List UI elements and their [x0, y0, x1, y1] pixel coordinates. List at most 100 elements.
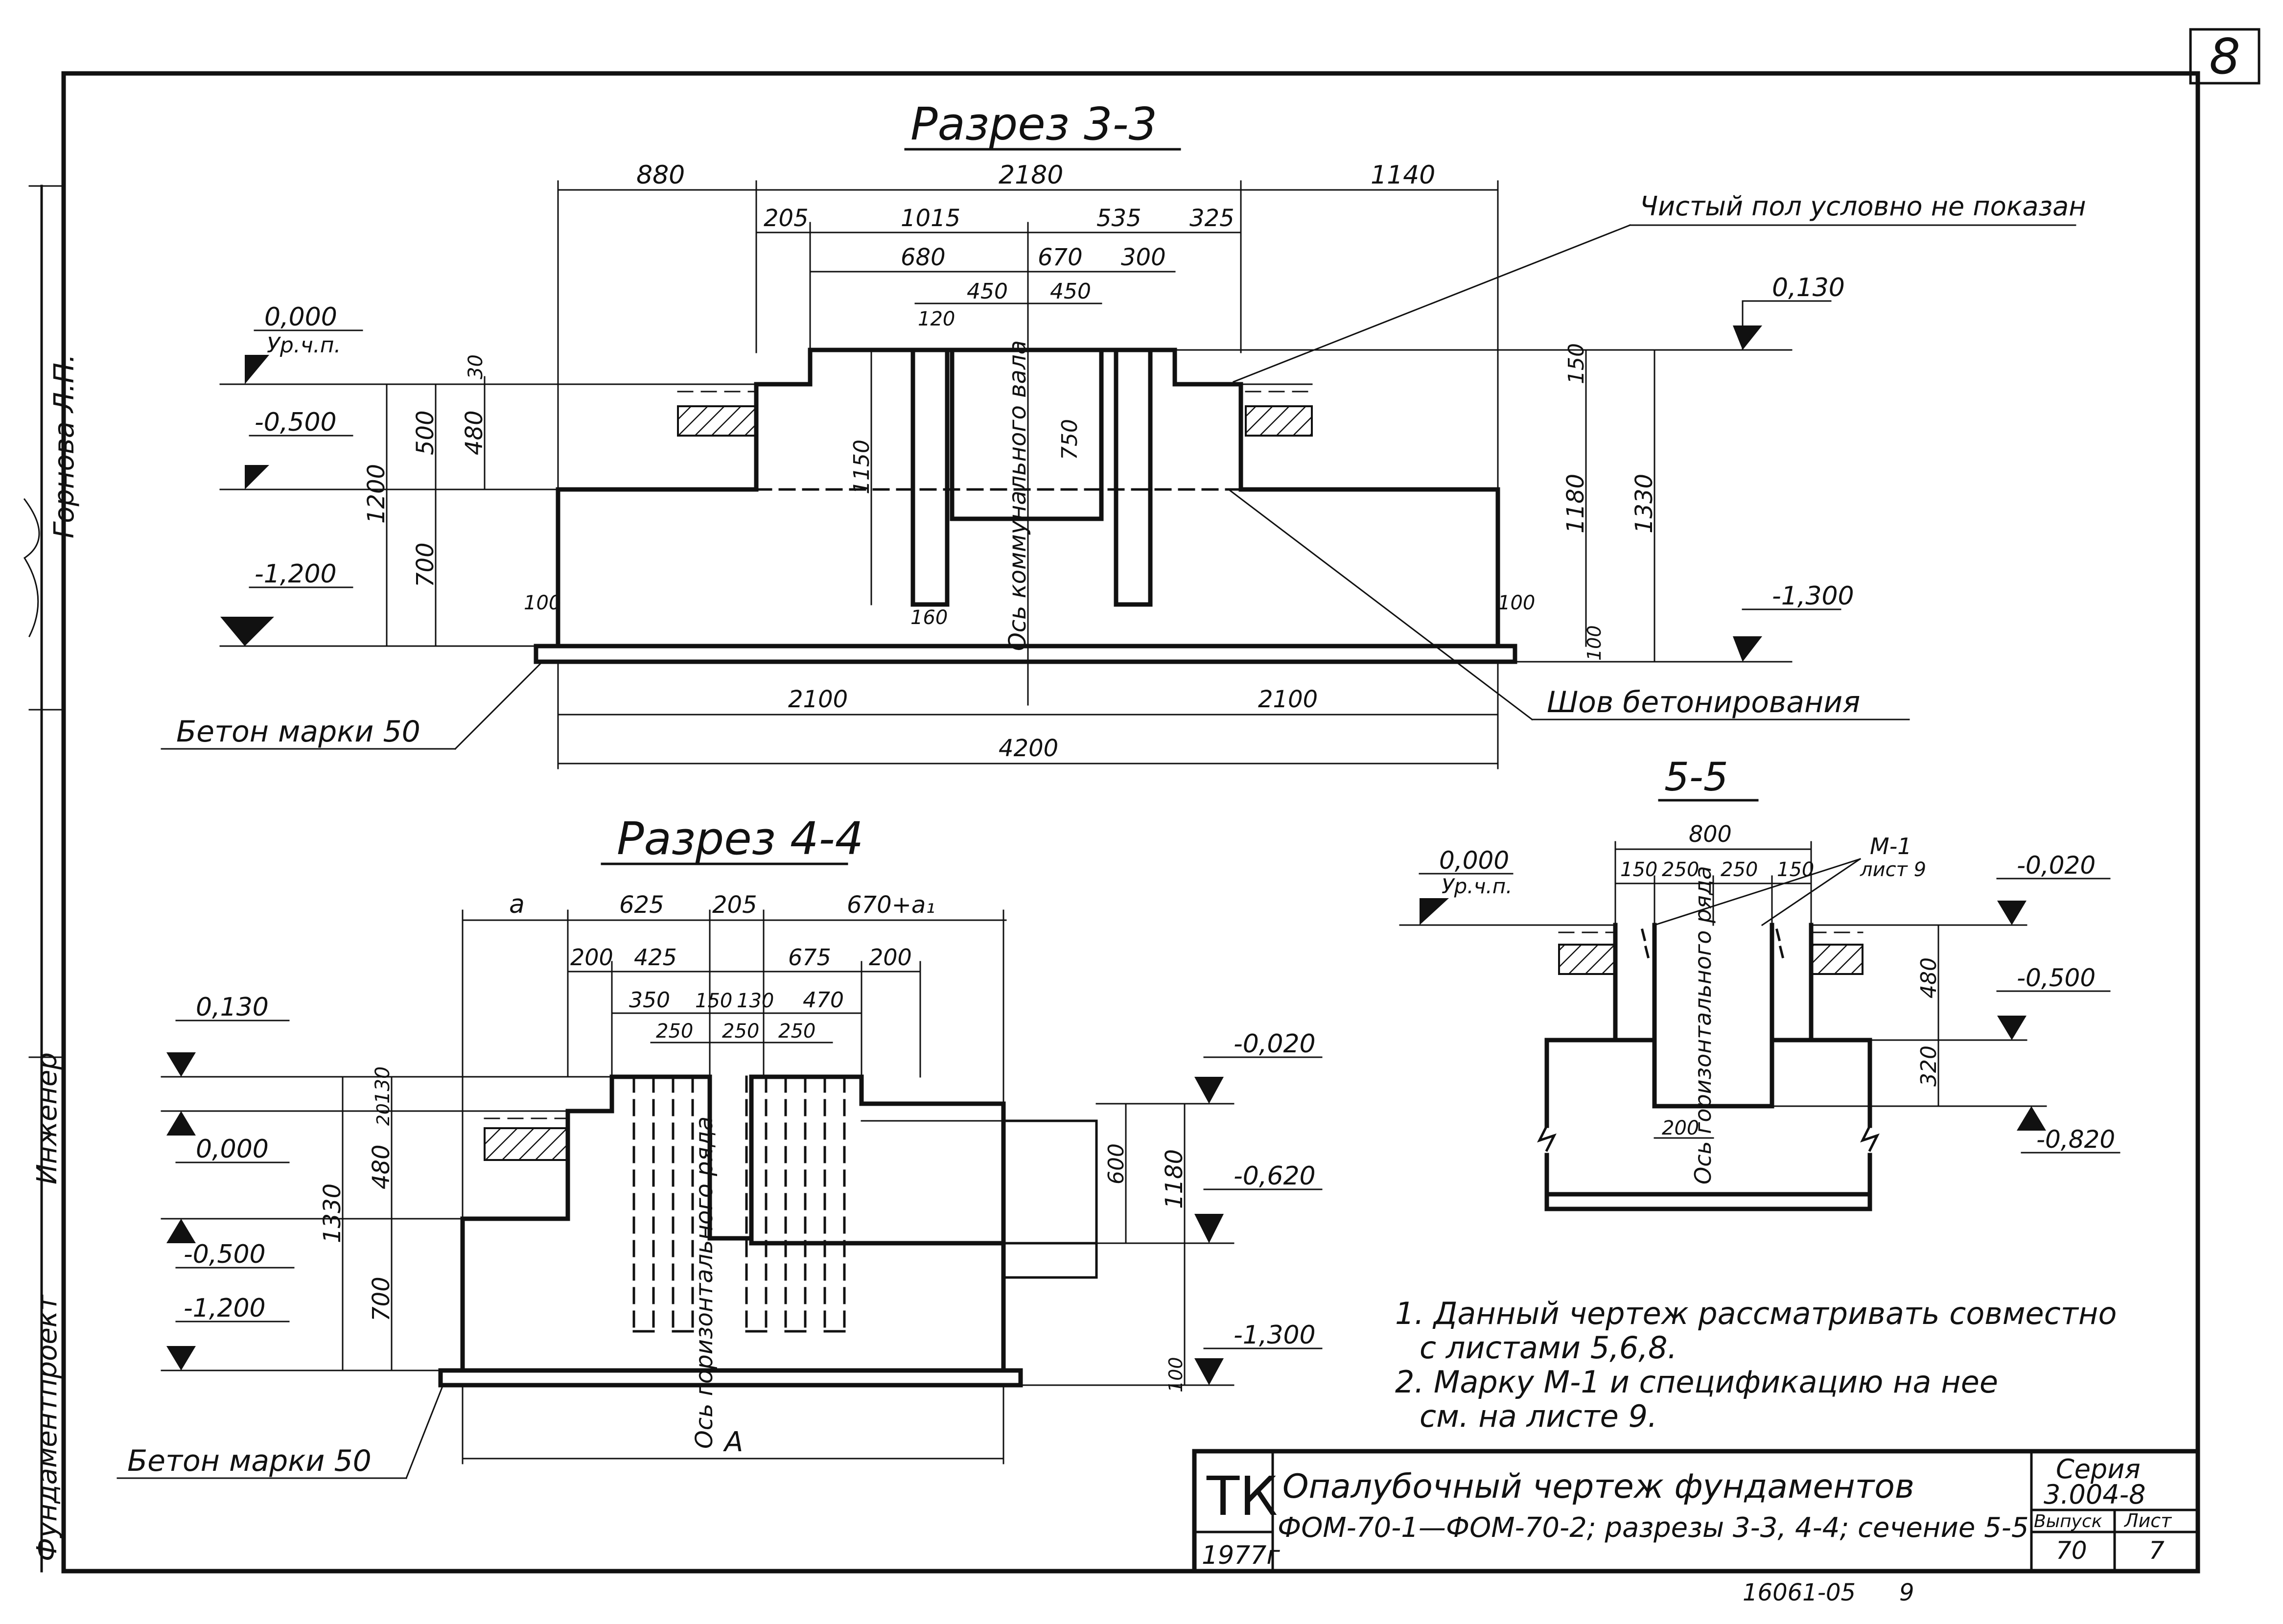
level-minus-0-620: -0,620	[1234, 1161, 1316, 1191]
level-minus-0-820: -0,820	[2036, 1125, 2115, 1154]
section-3-3: Разрез 3-3 880 2180 1140 205 1015 535 32…	[161, 98, 2086, 769]
dim-1015: 1015	[901, 205, 960, 232]
dim-1180: 1180	[1562, 474, 1589, 534]
level-minus-0-500: -0,500	[255, 408, 337, 437]
side-stamp-role: Инженер	[31, 1052, 63, 1184]
level-floor-label-5-5: Ур.ч.п.	[1442, 874, 1513, 898]
dim-670: 670	[1038, 244, 1083, 271]
dim-150-b-5-5: 150	[1777, 858, 1814, 881]
dim-4200: 4200	[999, 735, 1058, 762]
level-minus-0-020-5-5: -0,020	[2017, 851, 2096, 880]
drawing-title-line-2: ФОМ-70-1—ФОМ-70-2; разрезы 3-3, 4-4; сеч…	[1278, 1512, 2029, 1544]
axis-label-3-3: Ось коммунального вала	[1004, 340, 1031, 651]
dim-470: 470	[803, 988, 844, 1013]
title-year: 1977г	[1202, 1541, 1280, 1570]
dim-350: 350	[629, 988, 670, 1013]
note-line-3: 2. Марку М-1 и спецификацию на нее	[1395, 1364, 1998, 1400]
note-line-2: с листами 5,6,8.	[1420, 1330, 1677, 1366]
level-0-000-5-5: 0,000	[1439, 846, 1509, 875]
dim-100-right: 100	[1498, 592, 1535, 614]
sheet-value: 7	[2149, 1536, 2165, 1565]
section-4-4: Разрез 4-4 a 625 205 670+a₁ 200 425 675 …	[116, 812, 1323, 1479]
org-logo: ТК	[1206, 1465, 1278, 1528]
dim-250-c: 250	[778, 1020, 815, 1043]
note-concrete-grade-4-4: Бетон марки 50	[127, 1444, 372, 1478]
title-block: ТК 1977г Опалубочный чертеж фундаментов …	[1192, 1449, 2200, 1574]
drawing-title-line-1: Опалубочный чертеж фундаментов	[1282, 1467, 1914, 1506]
dim-450-right: 450	[1050, 279, 1091, 304]
note-concrete-grade-3-3: Бетон марки 50	[176, 715, 420, 749]
signature-mark	[23, 498, 40, 638]
dim-2100-right: 2100	[1258, 686, 1318, 713]
side-stamp-org: Фундаментпроект	[31, 1294, 63, 1561]
note-line-1: 1. Данный чертеж рассматривать совместно	[1395, 1296, 2117, 1331]
side-stamp-person: Горнова Л.П.	[48, 354, 80, 538]
dim-250-b-5-5: 250	[1721, 858, 1758, 881]
dim-250-a: 250	[656, 1020, 693, 1043]
sheet-label: Лист	[2123, 1510, 2172, 1531]
dim-500: 500	[412, 410, 439, 455]
dim-1330: 1330	[1631, 474, 1658, 534]
level-0-000-4-4: 0,000	[196, 1135, 269, 1164]
dim-150: 150	[1564, 343, 1589, 384]
dim-1150: 1150	[849, 440, 874, 494]
dim-100-bottom: 100	[1584, 625, 1605, 661]
dim-1180-4-4: 1180	[1161, 1149, 1188, 1209]
dim-205: 205	[764, 205, 809, 232]
dim-20-vertical: 20	[373, 1103, 394, 1126]
dim-480-5-5: 480	[1916, 957, 1941, 998]
level-minus-1-200: -1,200	[255, 559, 337, 589]
concrete-base-slab-4-4	[438, 1368, 1023, 1388]
dim-625: 625	[619, 891, 664, 919]
dim-100-4-4: 100	[1165, 1357, 1187, 1392]
dim-205-4-4: 205	[712, 891, 757, 919]
dim-a: a	[509, 890, 525, 919]
level-minus-1-300: -1,300	[1772, 581, 1854, 611]
series-label: Серия	[2056, 1454, 2141, 1485]
dim-150-4-4: 150	[695, 990, 732, 1012]
dim-2100-left: 2100	[788, 686, 848, 713]
dim-675: 675	[788, 944, 831, 971]
dim-30: 30	[465, 354, 487, 379]
section-5-5: 5-5 800 150 250 250 150 М-1 лист 9 0,00	[1399, 754, 2120, 1211]
dim-670-a1: 670+a₁	[847, 891, 935, 919]
dim-1200: 1200	[363, 464, 390, 524]
level-floor-label: Ур.ч.п.	[267, 333, 341, 358]
part-label-m1: М-1	[1870, 833, 1912, 859]
footer-page-number: 9	[1899, 1579, 1914, 1606]
level-minus-1-300-4-4: -1,300	[1234, 1321, 1316, 1350]
level-minus-0-020-4-4: -0,020	[1234, 1029, 1316, 1059]
concrete-base-5-5	[1544, 1192, 1872, 1211]
level-0-000: 0,000	[264, 302, 337, 332]
dim-130-4-4: 130	[737, 990, 774, 1012]
dim-450-left: 450	[967, 279, 1008, 304]
dim-200-left-4-4: 200	[570, 944, 613, 971]
dim-880: 880	[636, 161, 685, 190]
dim-325: 325	[1189, 205, 1235, 232]
dim-100-left: 100	[524, 592, 561, 614]
level-minus-0-500-4-4: -0,500	[184, 1240, 266, 1269]
dim-130-vertical: 130	[372, 1067, 394, 1104]
dim-680: 680	[901, 244, 946, 271]
dim-1140: 1140	[1371, 161, 1435, 190]
dim-250-b: 250	[722, 1020, 759, 1043]
concrete-base-slab-3-3	[534, 644, 1517, 664]
level-0-130-right: 0,130	[1772, 273, 1845, 302]
dim-425: 425	[634, 944, 677, 971]
axis-label-5-5: Ось горизонтального ряда	[1690, 866, 1716, 1184]
level-minus-0-500-5-5: -0,500	[2017, 964, 2096, 992]
level-minus-1-200-4-4: -1,200	[184, 1294, 266, 1323]
corner-page-number: 8	[2209, 28, 2240, 85]
dim-320: 320	[1916, 1045, 1941, 1087]
note-concrete-seam: Шов бетонирования	[1547, 685, 1860, 719]
note-floor-not-shown: Чистый пол условно не показан	[1640, 191, 2086, 222]
archive-number: 16061-05	[1743, 1579, 1856, 1606]
dim-750: 750	[1057, 419, 1082, 460]
section-4-4-title: Разрез 4-4	[617, 812, 863, 865]
dim-120: 120	[918, 308, 955, 330]
issue-label: Выпуск	[2034, 1511, 2102, 1531]
dim-150-a-5-5: 150	[1620, 858, 1657, 881]
level-0-130-4-4: 0,130	[196, 993, 269, 1022]
foundation-outline-5-5	[1544, 923, 1872, 1109]
